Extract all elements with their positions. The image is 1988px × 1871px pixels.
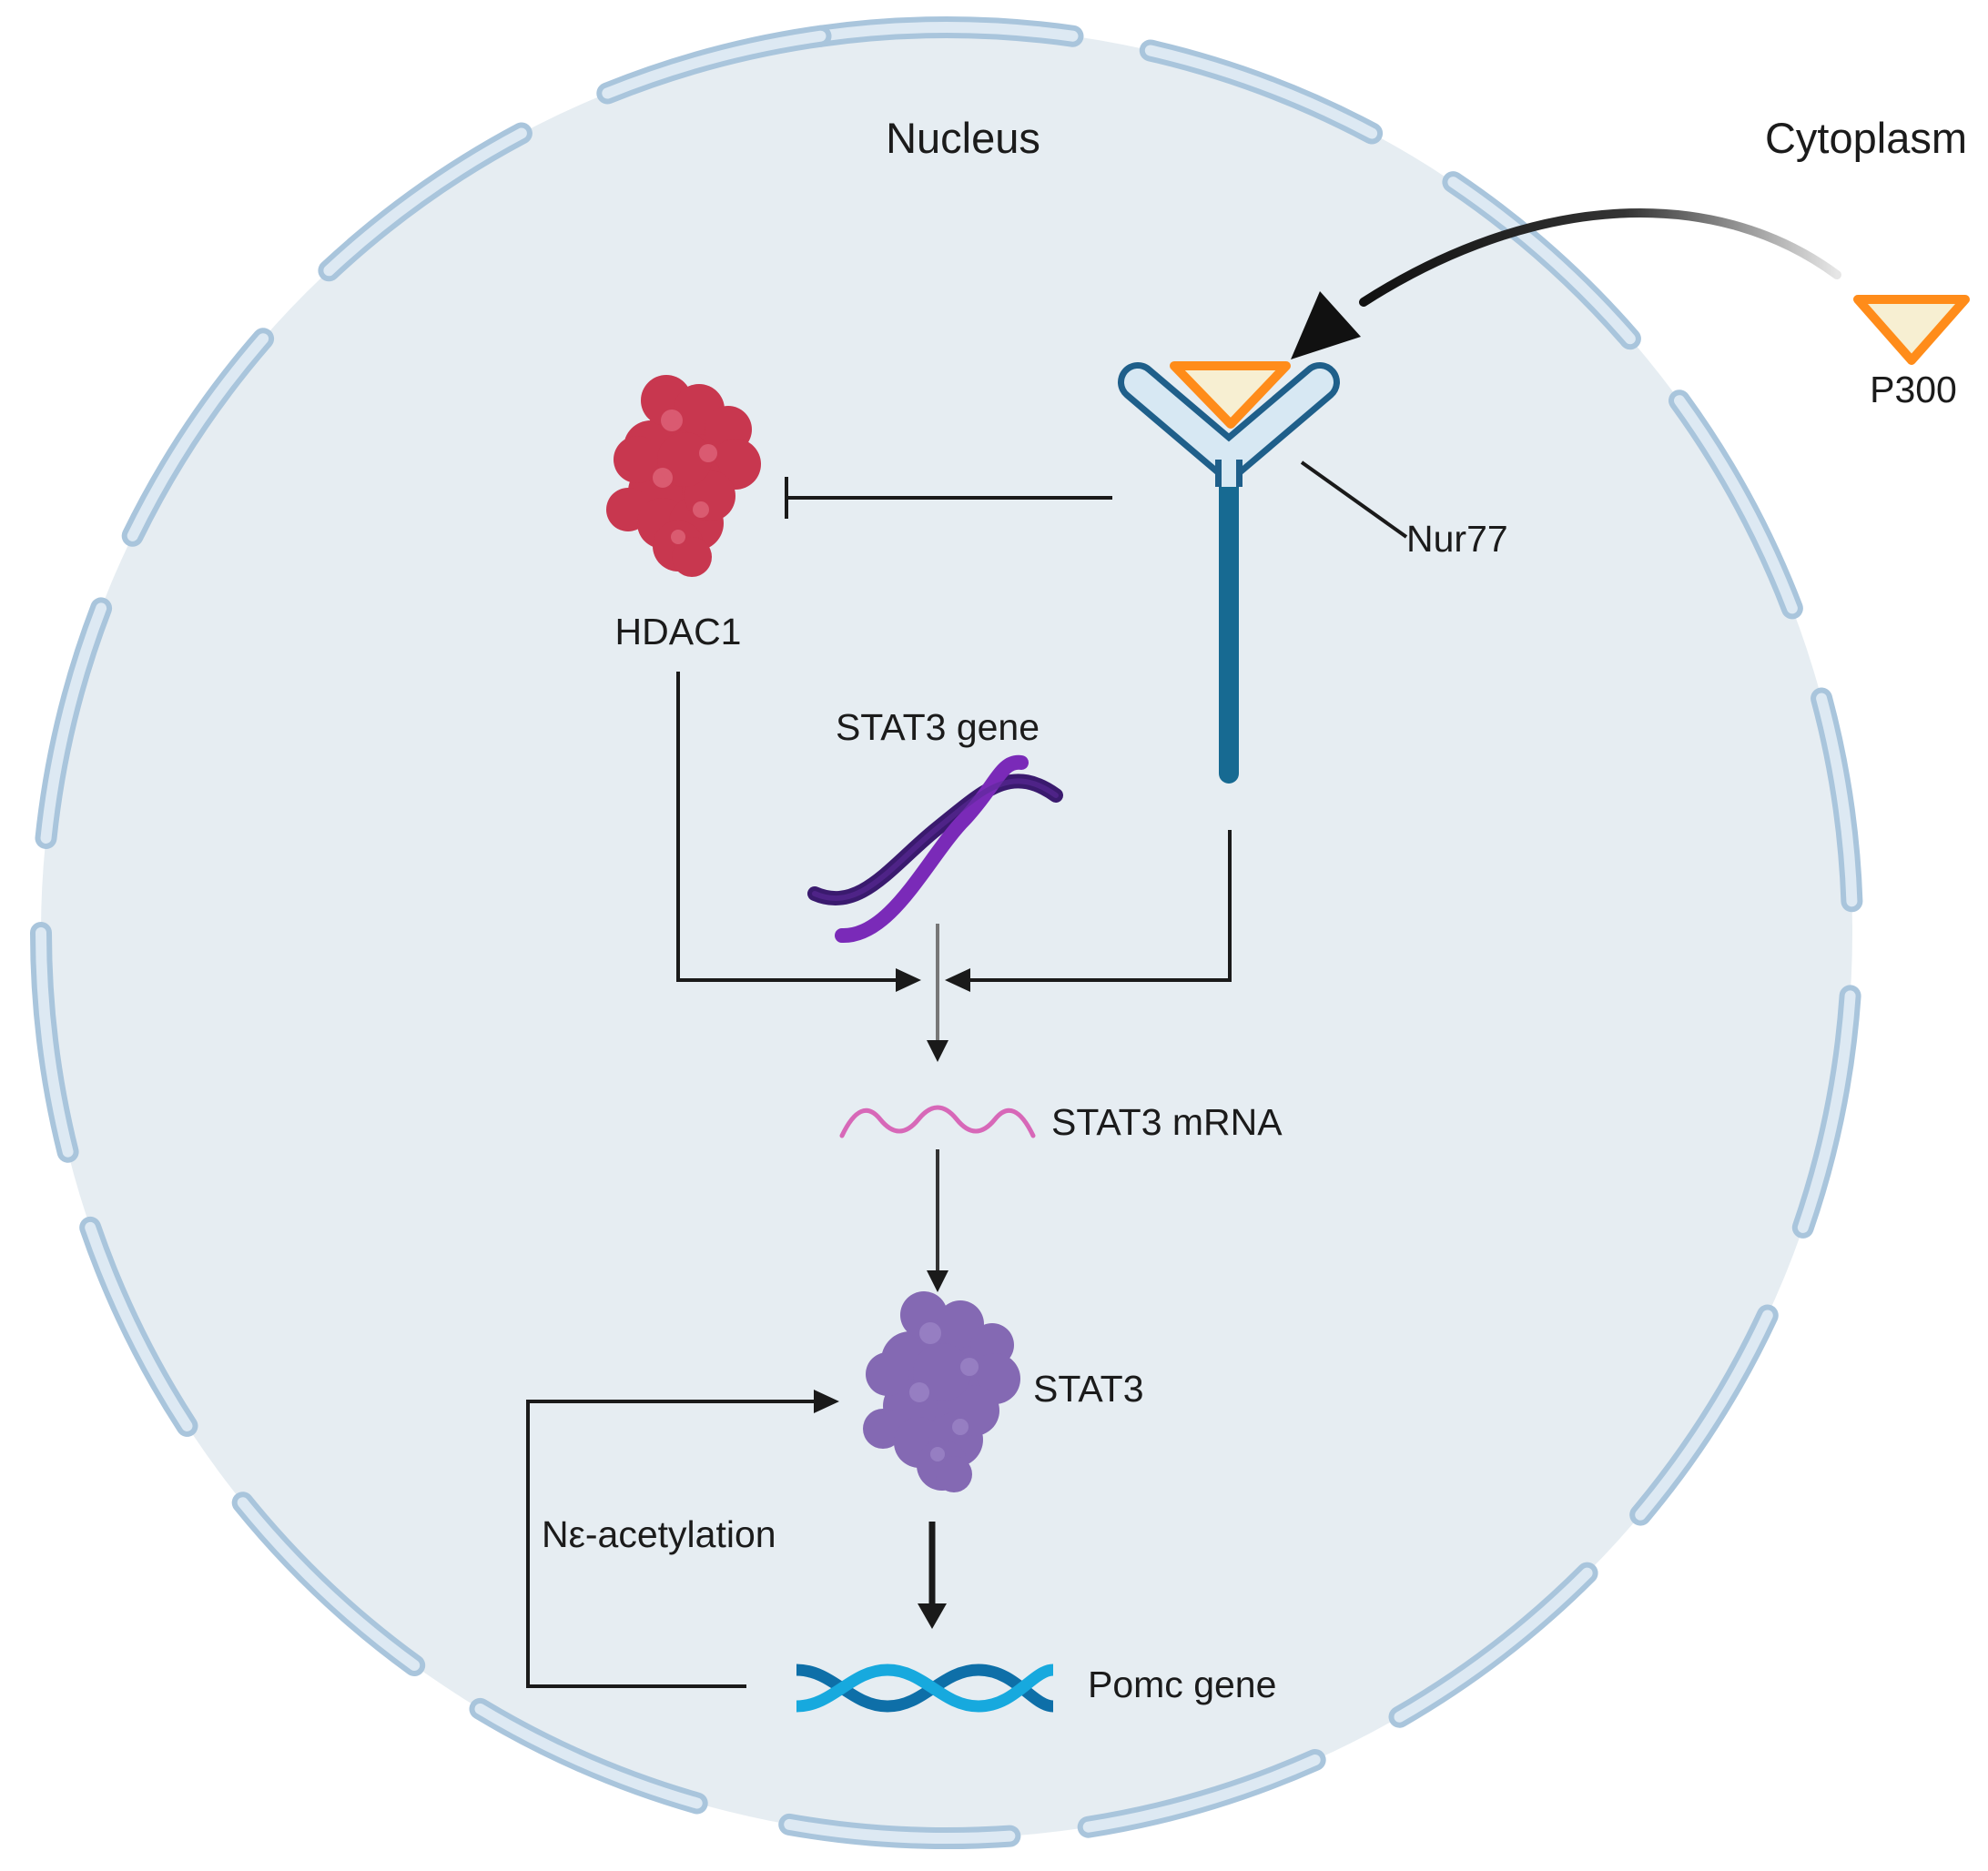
envelope-segment-inner (85, 1221, 193, 1431)
envelope-segment-inner (1816, 693, 1858, 907)
p300-label: P300 (1870, 369, 1957, 410)
arrowhead-right-icon (814, 1390, 839, 1413)
nur77-to-transcription-arrow (963, 830, 1232, 982)
stat3-mrna-icon (839, 1105, 1036, 1138)
envelope-segment-inner (1082, 1755, 1321, 1833)
nur77-receptor-icon (1118, 362, 1340, 784)
stat3-label: STAT3 (1033, 1368, 1144, 1410)
envelope-segment-inner (237, 1497, 421, 1671)
envelope-segment-inner (1635, 1310, 1773, 1521)
nur77-label: Nur77 (1406, 518, 1508, 560)
stat3-mrna-label: STAT3 mRNA (1051, 1101, 1283, 1143)
p300-translocation-arrow (1359, 208, 1841, 307)
nur77-leader-line (1300, 460, 1408, 539)
envelope-segment-inner (1394, 1567, 1593, 1723)
translocation-arrowhead-icon (1291, 291, 1361, 359)
p300-bound-icon (1170, 361, 1291, 429)
envelope-segment-inner (127, 333, 269, 541)
nuclear-envelope (30, 16, 1863, 1850)
envelope-segment-inner (1797, 990, 1856, 1233)
nucleus-label: Nucleus (886, 114, 1040, 162)
pomc-gene-dna-icon (796, 1664, 1054, 1713)
arrowhead-down-icon (927, 1040, 948, 1062)
envelope-segment-inner (815, 22, 1079, 42)
envelope-segment-inner (36, 927, 74, 1158)
cytoplasm-label: Cytoplasm (1765, 114, 1967, 162)
arrowhead-left-icon (945, 968, 970, 992)
p300-cytoplasm-icon (1853, 295, 1970, 365)
arrowhead-down-icon (918, 1603, 947, 1629)
nucleus (41, 27, 1852, 1838)
stat3-protein-icon (863, 1291, 1020, 1492)
stat3-gene-dna-icon (807, 754, 1063, 944)
envelope-segment-inner (784, 1818, 1016, 1845)
envelope-segment-inner (40, 602, 107, 844)
acetylation-feedback-arrow (526, 1400, 821, 1688)
inhibition-line (785, 477, 1112, 519)
hdac1-to-transcription-arrow (676, 672, 903, 982)
hdac1-protein-icon (606, 375, 761, 577)
hdac1-label: HDAC1 (615, 611, 742, 652)
stat3-gene-label: STAT3 gene (836, 706, 1040, 748)
envelope-segment-inner (602, 30, 827, 99)
envelope-segment-inner (1447, 177, 1636, 345)
envelope-segment-inner (1674, 395, 1798, 614)
arrowhead-down-icon (927, 1270, 948, 1292)
envelope-segment-inner (474, 1703, 703, 1809)
acetylation-label: Nε-acetylation (542, 1513, 776, 1555)
envelope-segment-inner (1144, 45, 1378, 139)
arrowhead-right-icon (896, 968, 921, 992)
envelope-segment-inner (323, 127, 527, 277)
pomc-gene-label: Pomc gene (1088, 1664, 1276, 1705)
